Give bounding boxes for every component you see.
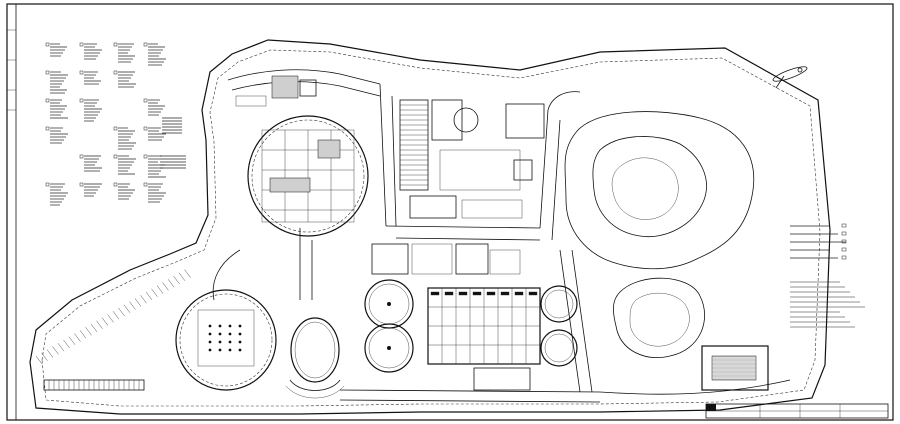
legend-blocks <box>45 42 186 206</box>
site-boundary-offset <box>41 49 821 407</box>
process-buildings-upper <box>399 99 545 219</box>
right-notes <box>790 223 865 328</box>
twin-clarifiers <box>364 279 414 373</box>
round-tank-upper <box>247 115 369 237</box>
treatment-basin-grid <box>427 287 541 365</box>
drawing-frame <box>6 3 894 421</box>
round-tank-lower <box>175 289 277 391</box>
slope-hatch <box>35 269 191 365</box>
parking-row <box>43 379 145 391</box>
pond-area <box>564 111 755 358</box>
oval-digester <box>285 317 345 399</box>
title-block <box>705 403 889 419</box>
secondary-tanks <box>540 285 578 367</box>
site-boundary <box>29 39 831 415</box>
middle-process-blocks <box>371 243 531 391</box>
left-binding-ticks <box>7 29 16 111</box>
top-cluster <box>235 75 317 107</box>
bottom-right-building <box>701 345 769 391</box>
